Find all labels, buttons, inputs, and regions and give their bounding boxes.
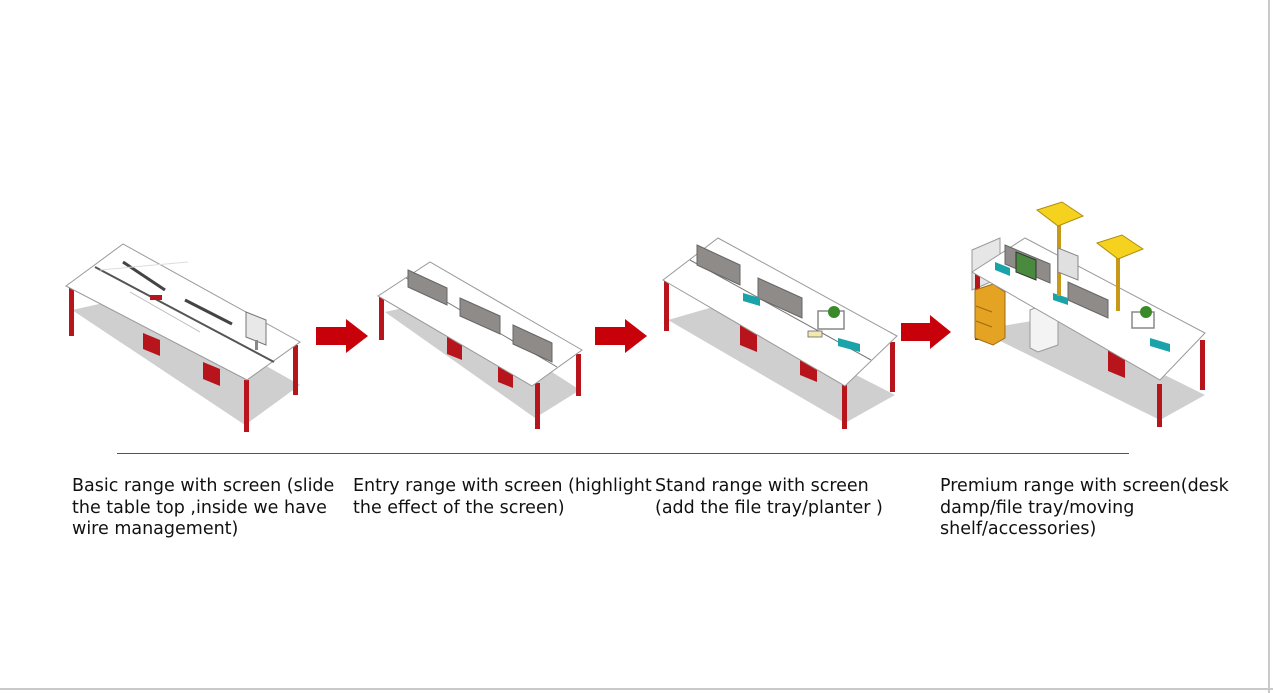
divider-line	[117, 453, 1129, 454]
right-arrow-icon	[316, 319, 368, 353]
basic-workstation	[65, 243, 301, 432]
stand-workstation	[662, 237, 898, 429]
right-arrow-icon	[901, 315, 951, 349]
premium-workstation	[971, 201, 1206, 427]
caption-basic: Basic range with screen (slide the table…	[72, 476, 335, 539]
window-frame-bottom	[0, 688, 1273, 690]
caption-stand: Stand range with screen (add the file tr…	[655, 476, 883, 518]
entry-workstation	[377, 261, 583, 429]
caption-entry: Entry range with screen (highlight the e…	[353, 476, 652, 518]
caption-premium: Premium range with screen(desk damp/file…	[940, 476, 1229, 539]
window-frame-right	[1268, 0, 1270, 693]
right-arrow-icon	[595, 319, 647, 353]
